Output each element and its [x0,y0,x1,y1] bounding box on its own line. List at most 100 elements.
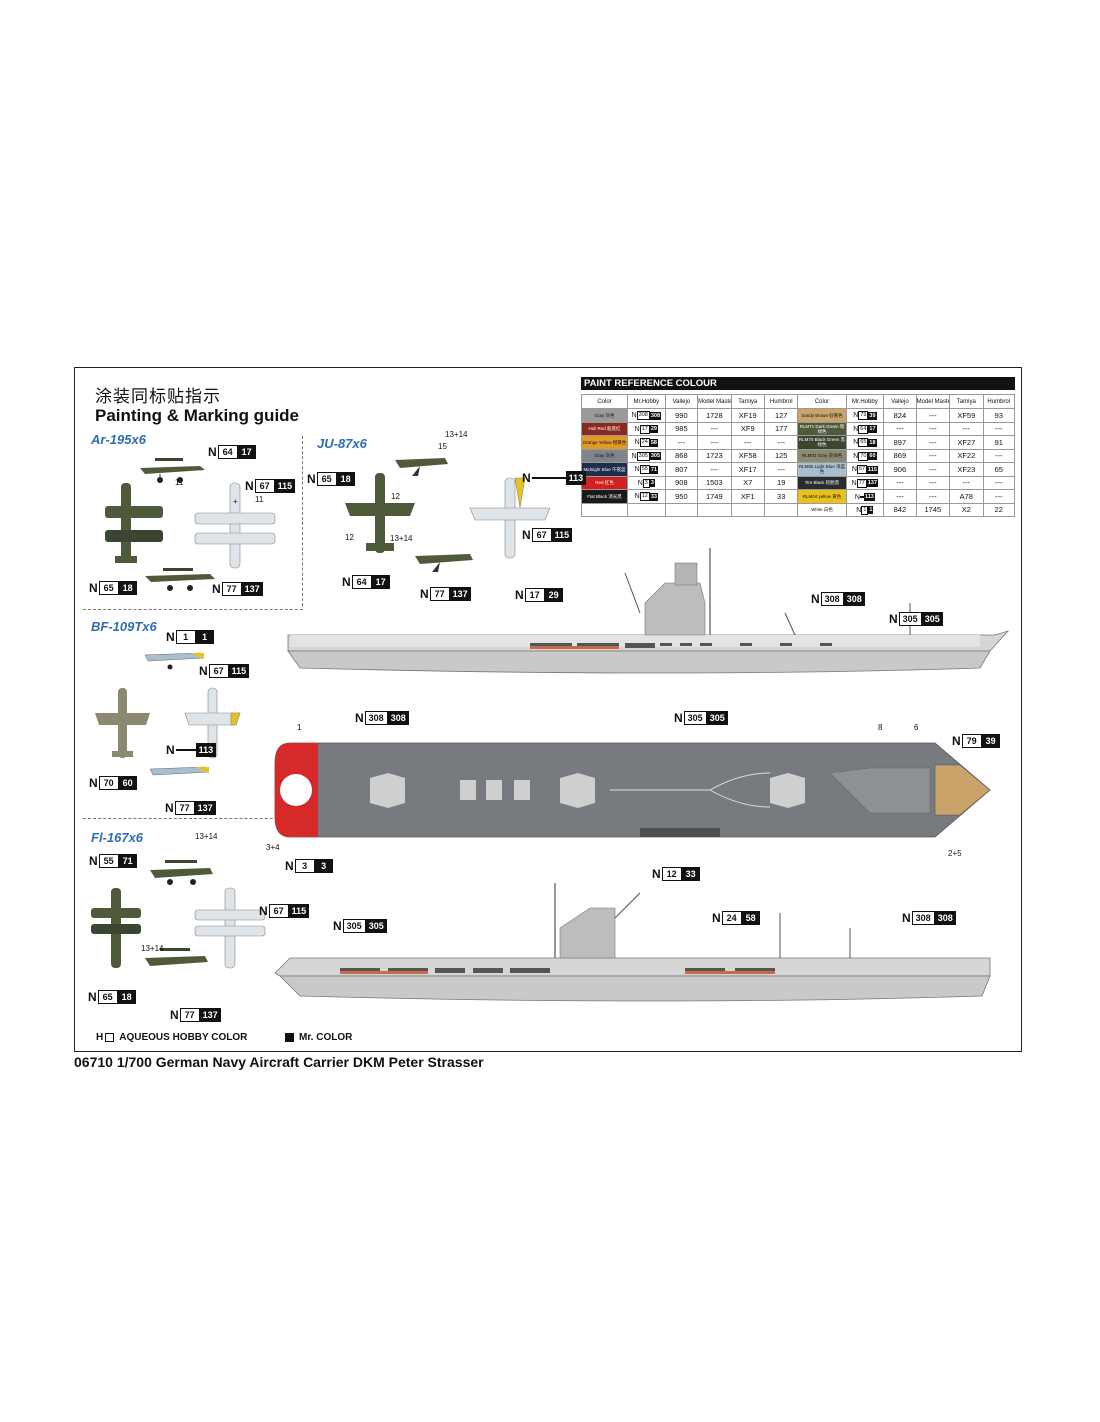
header-humbrol: Humbrol [763,394,799,409]
aircraft-title-ju87: JU-87x6 [317,436,367,451]
vallejo-code: 842 [883,502,917,517]
model-master-code: --- [915,408,951,423]
vallejo-code: 897 [883,435,917,450]
model-master-code: --- [697,421,732,436]
fl167-drawings [91,860,266,969]
model-master-code: --- [915,435,951,450]
tamiya-code: X2 [949,502,984,517]
humbrol-code: --- [763,462,799,477]
vallejo-code: --- [883,475,917,490]
bf109-drawings [95,652,241,776]
ju87-top-view [345,473,415,553]
header-model-master-2: Model Master [915,394,951,409]
header-vallejo-2: Vallejo [883,394,917,409]
vallejo-code: 807 [664,462,699,477]
part-number-13-14: 13+14 [195,832,218,841]
fl167-side-view-2 [145,948,208,966]
tamiya-code: XF27 [949,435,984,450]
color-swatch: Tire Black 轮胎黑 [797,475,847,490]
header-model-master: Model Master [697,394,732,409]
header-color-2: Color [797,394,847,409]
bf109-top-view [95,688,150,758]
title-chinese: 涂装同标贴指示 [95,387,221,407]
humbrol-code: --- [982,421,1016,436]
humbrol-code: --- [982,489,1016,504]
part-number-15: 15 [438,442,447,451]
aircraft-title-fl167: Fl-167x6 [91,830,144,845]
ju87-bottom-view [469,477,551,559]
ar195-top-view [105,483,163,563]
ar195-drawings: + [105,458,276,591]
ju87-drawings [345,458,551,572]
tamiya-code: --- [730,435,765,450]
tamiya-code: XF58 [730,448,765,463]
model-master-code: 1723 [697,448,732,463]
humbrol-code: 65 [982,462,1016,477]
color-swatch: Sandy Brown 砂黄色 [797,408,847,423]
bf109-side-view [144,652,205,670]
svg-text:+: + [233,497,238,506]
header-tamiya: Tamiya [730,394,765,409]
title-english: Painting & Marking guide [95,406,300,425]
fl167-top-view [91,888,141,968]
ar195-bottom-view: + [194,482,276,569]
color-swatch: Midnight Blue 午夜蓝 [580,462,629,477]
painting-guide-sheet: 涂装同标贴指示 Painting & Marking guide Ar-195x… [74,367,1022,1052]
humbrol-code: 33 [763,489,799,504]
tamiya-code: XF17 [730,462,765,477]
vallejo-code: 950 [664,489,699,504]
model-master-code: 1749 [697,489,732,504]
part-number-11: 11 [175,478,184,487]
color-swatch: White 白色 [797,502,847,517]
vallejo-code: 990 [664,408,699,423]
paint-table-header-row: Color Mr.Hobby Vallejo Model Master Tami… [580,394,1016,409]
humbrol-code: 177 [763,421,799,436]
tamiya-code: XF9 [730,421,765,436]
tamiya-code: XF23 [949,462,984,477]
fl167-bottom-view [194,887,266,969]
tamiya-code: XF19 [730,408,765,423]
humbrol-code: --- [982,475,1016,490]
part-number-12: 12 [391,492,400,501]
model-master-code: 1728 [697,408,732,423]
humbrol-code: 91 [982,435,1016,450]
vallejo-code: 985 [664,421,699,436]
header-humbrol-2: Humbrol [982,394,1016,409]
model-master-code: --- [697,435,732,450]
model-master-code: --- [915,421,951,436]
vallejo-code: 869 [883,448,917,463]
part-number-2-5: 2+5 [948,849,962,858]
color-swatch: RLM71 Dark Green 暗绿色 [797,421,847,436]
part-number-8: 8 [878,723,883,732]
model-master-code: 1503 [697,475,732,490]
part-number-1: 1 [297,723,302,732]
ju87-side-view-2 [415,554,473,572]
ship-starboard-view [287,548,1010,674]
tamiya-code: XF22 [949,448,984,463]
